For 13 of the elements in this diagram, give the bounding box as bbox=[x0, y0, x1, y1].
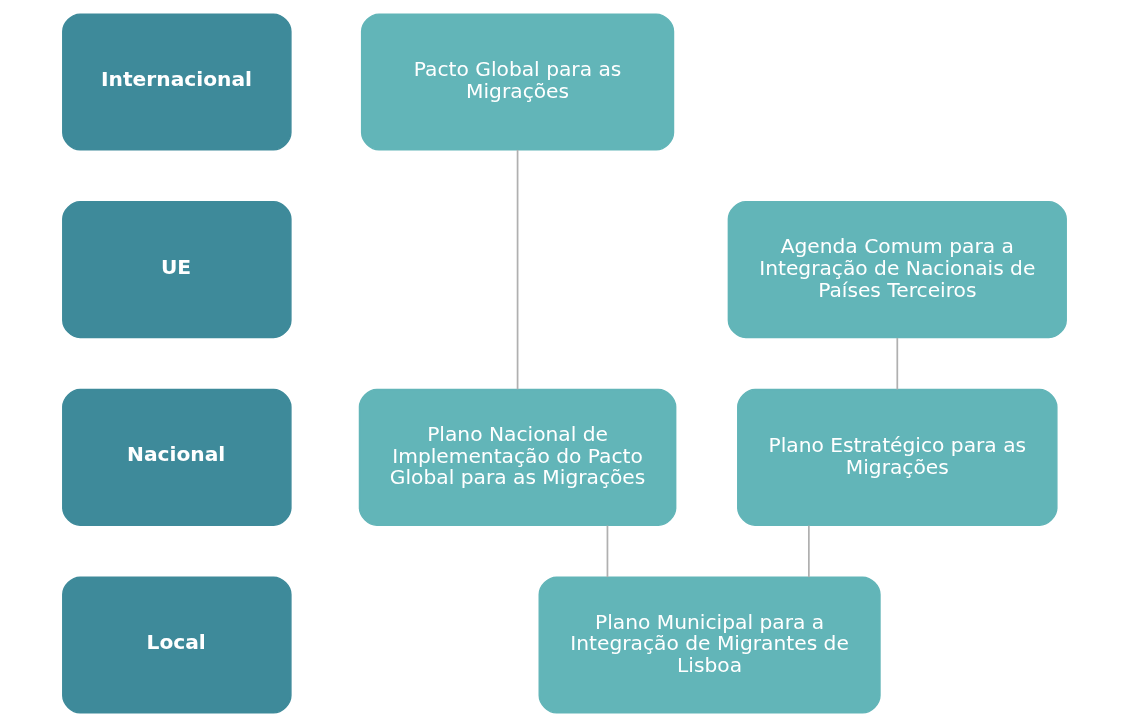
node-box: Pacto Global para as Migrações bbox=[360, 13, 674, 151]
connector bbox=[516, 149, 518, 391]
connector bbox=[807, 524, 810, 578]
connector bbox=[895, 337, 898, 391]
node-box: Local bbox=[61, 576, 292, 714]
node-box: UE bbox=[61, 201, 292, 339]
connector bbox=[606, 524, 608, 578]
node-box: Plano Nacional de Implementação do Pacto Global para as Migrações bbox=[358, 388, 676, 526]
node-box: Internacional bbox=[61, 13, 292, 151]
node-box: Nacional bbox=[61, 388, 292, 526]
node-box: Agenda Comum para a Integração de Nacionais de Países Terceiros bbox=[727, 201, 1067, 339]
node-box: Plano Municipal para a Integração de Migrantes de Lisboa bbox=[538, 576, 881, 714]
node-box: Plano Estratégico para as Migrações bbox=[736, 388, 1058, 526]
